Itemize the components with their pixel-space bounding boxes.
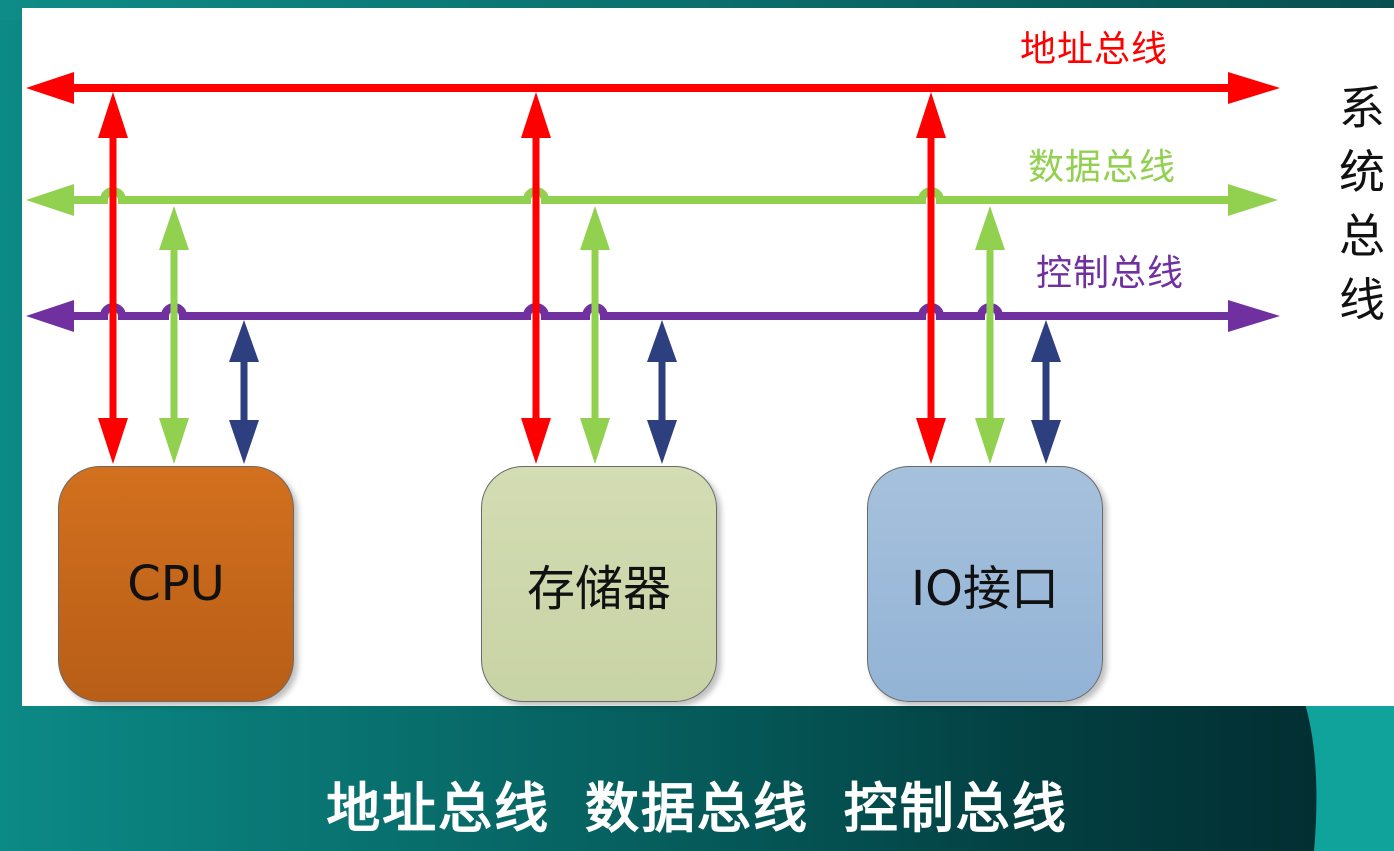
diagram-panel: 地址总线 数据总线 控制总线 系 统 总 线 CPU 存储器 IO接口 bbox=[22, 8, 1394, 706]
io-interface-box: IO接口 bbox=[867, 466, 1103, 702]
address-bus-label: 地址总线 bbox=[1020, 29, 1169, 70]
cpu-control-link bbox=[229, 320, 259, 464]
memory-address-link bbox=[521, 92, 551, 464]
slide-caption: 地址总线 数据总线 控制总线 bbox=[326, 777, 1068, 840]
address-bus bbox=[26, 72, 1280, 104]
cpu-address-link bbox=[98, 92, 128, 464]
io-data-link bbox=[975, 206, 1005, 464]
data-bus-label: 数据总线 bbox=[1028, 147, 1177, 188]
io-control-link bbox=[1031, 320, 1061, 464]
memory-data-link bbox=[580, 206, 610, 464]
system-bus-char: 系 bbox=[1339, 81, 1385, 135]
memory-label: 存储器 bbox=[526, 561, 671, 617]
system-bus-char: 线 bbox=[1339, 273, 1385, 327]
io-address-link bbox=[916, 92, 946, 464]
corner-accent bbox=[1304, 700, 1394, 851]
memory-box: 存储器 bbox=[481, 466, 717, 702]
system-bus-label: 系 统 总 线 bbox=[1332, 76, 1392, 332]
cpu-data-link bbox=[159, 206, 189, 464]
control-bus-label: 控制总线 bbox=[1036, 253, 1185, 294]
cpu-box: CPU bbox=[58, 466, 294, 702]
bus-diagram-svg bbox=[26, 72, 1280, 464]
cpu-label: CPU bbox=[127, 556, 225, 612]
control-bus bbox=[26, 300, 1280, 332]
system-bus-char: 总 bbox=[1339, 209, 1385, 263]
memory-control-link bbox=[647, 320, 677, 464]
system-bus-char: 统 bbox=[1339, 145, 1385, 199]
io-interface-label: IO接口 bbox=[911, 561, 1059, 617]
